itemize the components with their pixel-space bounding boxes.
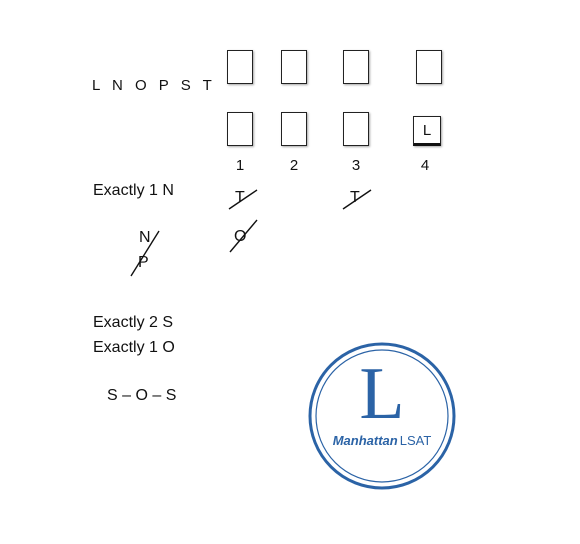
rule-sos-block: S – O – S <box>107 387 177 404</box>
slot-bottom-2 <box>281 112 307 146</box>
slot-bottom-3 <box>343 112 369 146</box>
crossed-t-col3-letter: T <box>350 189 360 206</box>
crossed-t-col1: T <box>226 186 260 212</box>
logo-product: LSAT <box>399 433 432 448</box>
slot-top-3 <box>343 50 369 84</box>
slot-bottom-4-letter: L <box>422 121 432 139</box>
slot-top-4 <box>416 50 442 84</box>
n-p-split-bottom: P <box>138 254 149 271</box>
slot-bottom-4: L <box>413 116 441 146</box>
slot-top-1 <box>227 50 253 84</box>
crossed-o-col1-letter: O <box>234 228 247 245</box>
crossed-o-col1: O <box>226 218 260 254</box>
strike-line-icon <box>342 189 372 210</box>
rule-exactly-1-o: Exactly 1 O <box>93 339 175 356</box>
column-number-3: 3 <box>351 157 361 174</box>
strike-line-icon <box>228 189 258 210</box>
split-slash-icon <box>130 230 160 277</box>
logo-ring-icon <box>308 342 456 490</box>
logo-brand: Manhattan <box>332 433 398 448</box>
column-number-4: 4 <box>420 157 430 174</box>
column-number-2: 2 <box>289 157 299 174</box>
n-p-split-top: N <box>139 229 151 246</box>
slot-bottom-1 <box>227 112 253 146</box>
slot-top-2 <box>281 50 307 84</box>
logo-letter: L <box>359 353 405 435</box>
column-number-1: 1 <box>235 157 245 174</box>
n-p-split: N P <box>126 226 162 278</box>
strike-line-icon <box>229 219 258 253</box>
rule-exactly-1-n: Exactly 1 N <box>93 182 174 199</box>
rule-exactly-2-s: Exactly 2 S <box>93 314 174 331</box>
crossed-t-col3: T <box>340 186 374 212</box>
crossed-t-col1-letter: T <box>235 189 245 206</box>
roster-letters: L N O P S T <box>92 77 216 94</box>
